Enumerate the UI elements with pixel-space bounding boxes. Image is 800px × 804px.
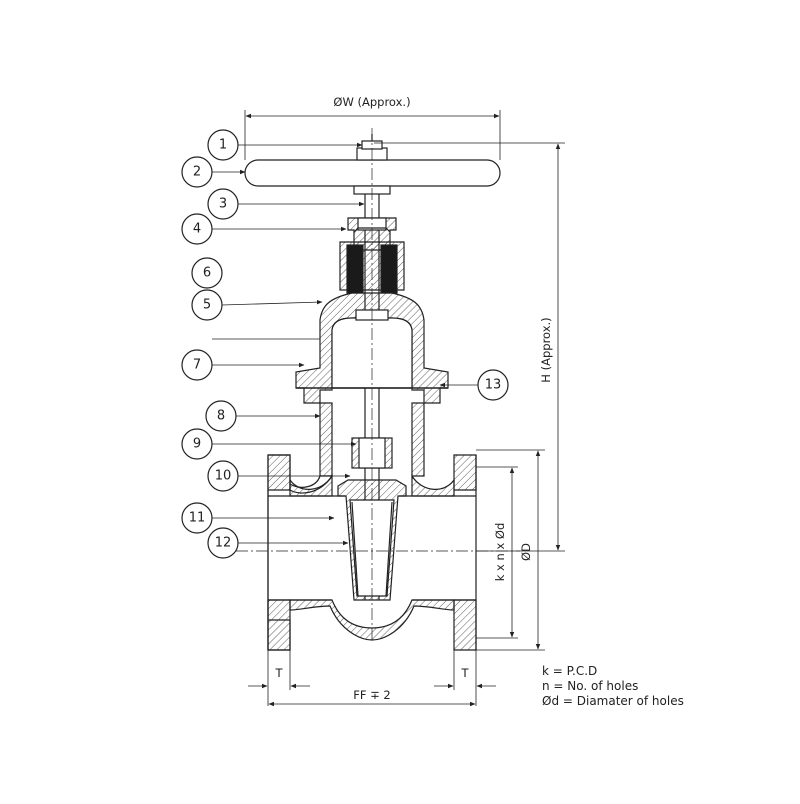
balloon-6 [191, 257, 223, 289]
balloon-12-label: 12 [215, 536, 232, 551]
balloon-2 [181, 156, 213, 188]
packing-right [380, 244, 398, 294]
balloon-5 [191, 289, 223, 321]
balloon-11-label: 11 [189, 511, 206, 526]
dim-face [248, 650, 496, 707]
balloon-13-label: 13 [485, 378, 502, 393]
balloon-8-label: 8 [217, 409, 225, 424]
balloon-12 [207, 527, 239, 559]
dim-t-left-label: T [274, 666, 283, 680]
stuffing-box [339, 227, 405, 294]
balloon-1-label: 1 [219, 138, 227, 153]
balloon-4 [181, 213, 213, 245]
balloon-9 [181, 428, 213, 460]
center-lines [236, 128, 520, 640]
dim-width-label: ØW (Approx.) [333, 95, 410, 109]
balloon-2-label: 2 [193, 165, 201, 180]
balloon-11 [181, 502, 213, 534]
balloon-3 [207, 188, 239, 220]
balloon-10-label: 10 [215, 469, 232, 484]
balloon-5-label: 5 [203, 298, 211, 313]
legend-line-3: Ød = Diamater of holes [542, 694, 684, 708]
balloon-13 [477, 369, 509, 401]
dim-ff-label: FF ∓ 2 [353, 688, 391, 702]
balloon-10 [207, 460, 239, 492]
balloon-8 [205, 400, 237, 432]
legend-line-2: n = No. of holes [542, 679, 638, 693]
balloon-7 [181, 349, 213, 381]
balloon-9-label: 9 [193, 437, 201, 452]
balloon-1 [207, 129, 239, 161]
dim-flange-dia-label: ØD [519, 543, 533, 561]
packing-left [346, 244, 364, 294]
balloon-3-label: 3 [219, 197, 227, 212]
balloon-7-label: 7 [193, 358, 201, 373]
dim-height-label: H (Approx.) [539, 317, 553, 382]
dim-width [244, 110, 501, 160]
dim-pcd-label: k x n x Ød [493, 523, 507, 582]
dim-flange [476, 449, 545, 651]
balloon-6-label: 6 [203, 266, 211, 281]
balloons [181, 129, 509, 559]
dim-height [374, 142, 565, 552]
leader-lines [212, 142, 478, 546]
dim-t-right-label: T [460, 666, 469, 680]
legend-line-1: k = P.C.D [542, 664, 597, 678]
balloon-4-label: 4 [193, 222, 201, 237]
